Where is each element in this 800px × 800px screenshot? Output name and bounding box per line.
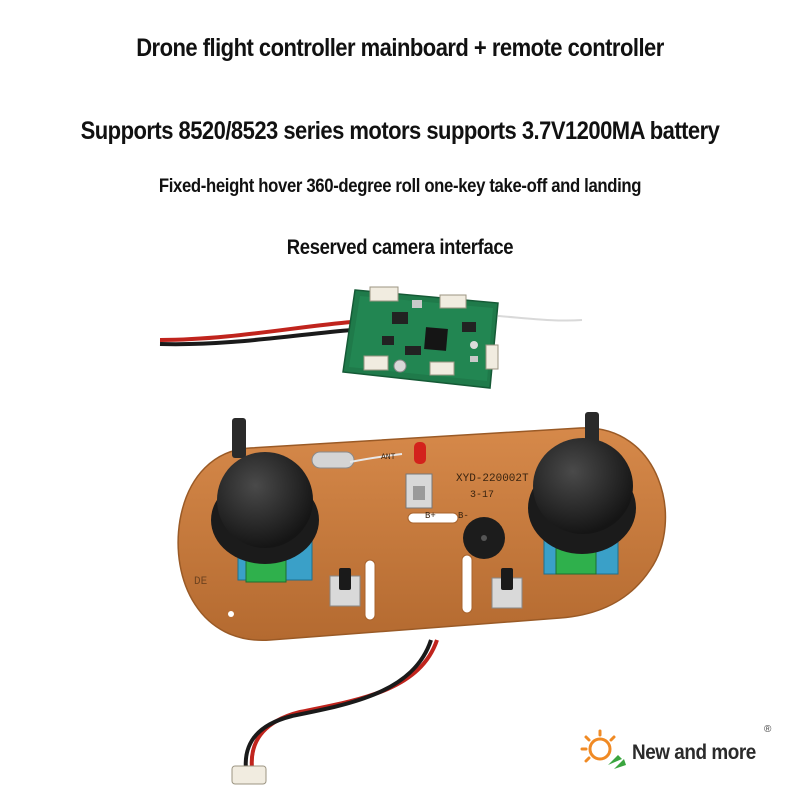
connector-top-left	[369, 286, 399, 302]
revision-label: 3-17	[470, 490, 494, 501]
tact-button-right	[491, 568, 523, 609]
model-label: XYD-220002T	[456, 473, 529, 485]
camera-connector	[485, 344, 499, 370]
joystick-left	[211, 452, 319, 583]
chip-small-1	[392, 312, 408, 324]
power-led	[414, 442, 426, 464]
capacitor	[393, 359, 407, 373]
brand-name: New and more	[632, 741, 756, 764]
mcu-chip	[424, 327, 448, 351]
camera-caption: Reserved camera interface	[286, 236, 514, 259]
battery-minus-label: B-	[458, 511, 469, 521]
remote-black-wire	[243, 639, 433, 771]
brand-logo: New and more ®	[578, 724, 783, 772]
sun-icon	[580, 729, 626, 769]
chip-small-2	[462, 322, 476, 332]
flight-controller-board	[159, 286, 583, 389]
remote-controller-board: ANT XYD-220002T 3-17 B+ B- DE	[177, 412, 667, 785]
battery-black-wire	[159, 328, 353, 347]
edge-print: DE	[194, 576, 208, 588]
connector-bottom-left	[363, 355, 389, 371]
battery-plug	[231, 765, 267, 785]
connector-top-right	[439, 294, 467, 309]
battery-plus-label: B+	[425, 511, 436, 521]
trim-switch-left	[232, 418, 246, 458]
connector-bottom-right	[429, 361, 455, 376]
joystick-right	[528, 438, 636, 575]
crystal	[311, 451, 355, 469]
tact-button-left	[329, 568, 361, 607]
antenna-wire	[497, 315, 583, 322]
leaf-icon	[608, 755, 622, 765]
ant-label: ANT	[381, 453, 396, 462]
title-caption: Drone flight controller mainboard + remo…	[136, 34, 664, 62]
battery-red-wire	[159, 320, 353, 342]
registered-mark: ®	[764, 724, 772, 735]
remote-red-wire	[249, 639, 439, 769]
motors-battery-caption: Supports 8520/8523 series motors support…	[80, 117, 720, 145]
features-caption: Fixed-height hover 360-degree roll one-k…	[158, 176, 642, 197]
